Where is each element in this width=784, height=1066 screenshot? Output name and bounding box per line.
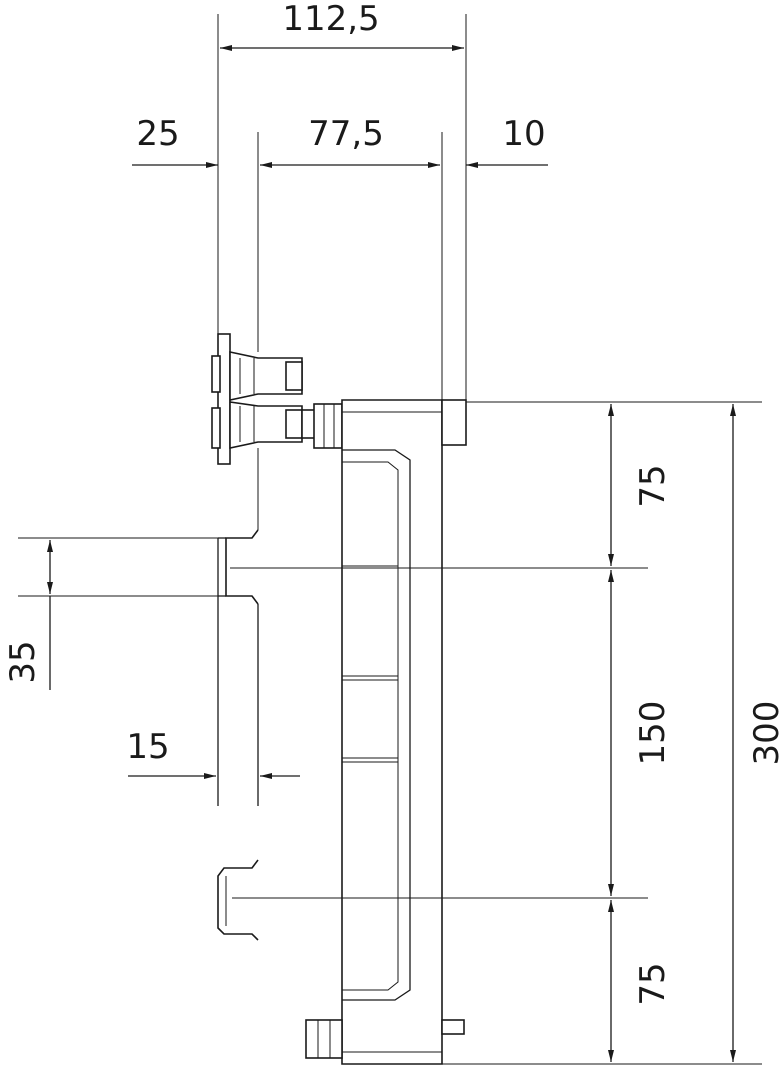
dim-label-10: 10 [502,114,545,154]
dim-label-15: 15 [126,727,169,767]
dim-label-35: 35 [3,640,43,683]
din-rail-lower [217,859,259,941]
dimension-row-widths: 25 77,5 10 [132,114,548,168]
din-rail-upper [217,529,259,806]
dim-label-150: 150 [633,701,673,766]
dim-label-77-5: 77,5 [308,114,384,154]
dim-label-112-5: 112,5 [282,0,379,39]
dimension-chain-vertical: 75 150 75 [608,404,673,1062]
extension-lines-top [217,14,467,445]
dim-label-25: 25 [136,114,179,154]
reference-lines [18,401,762,1065]
dim-label-75-top: 75 [633,464,673,507]
dimension-overall-height: 300 [730,404,784,1062]
connector-assembly [211,333,343,465]
dimension-rail-depth: 15 [126,727,300,779]
dimension-overall-width: 112,5 [220,0,464,51]
dim-label-75-bottom: 75 [633,962,673,1005]
dim-label-300: 300 [747,701,784,766]
main-housing [305,399,467,1065]
dimension-rail-height: 35 [3,540,53,690]
